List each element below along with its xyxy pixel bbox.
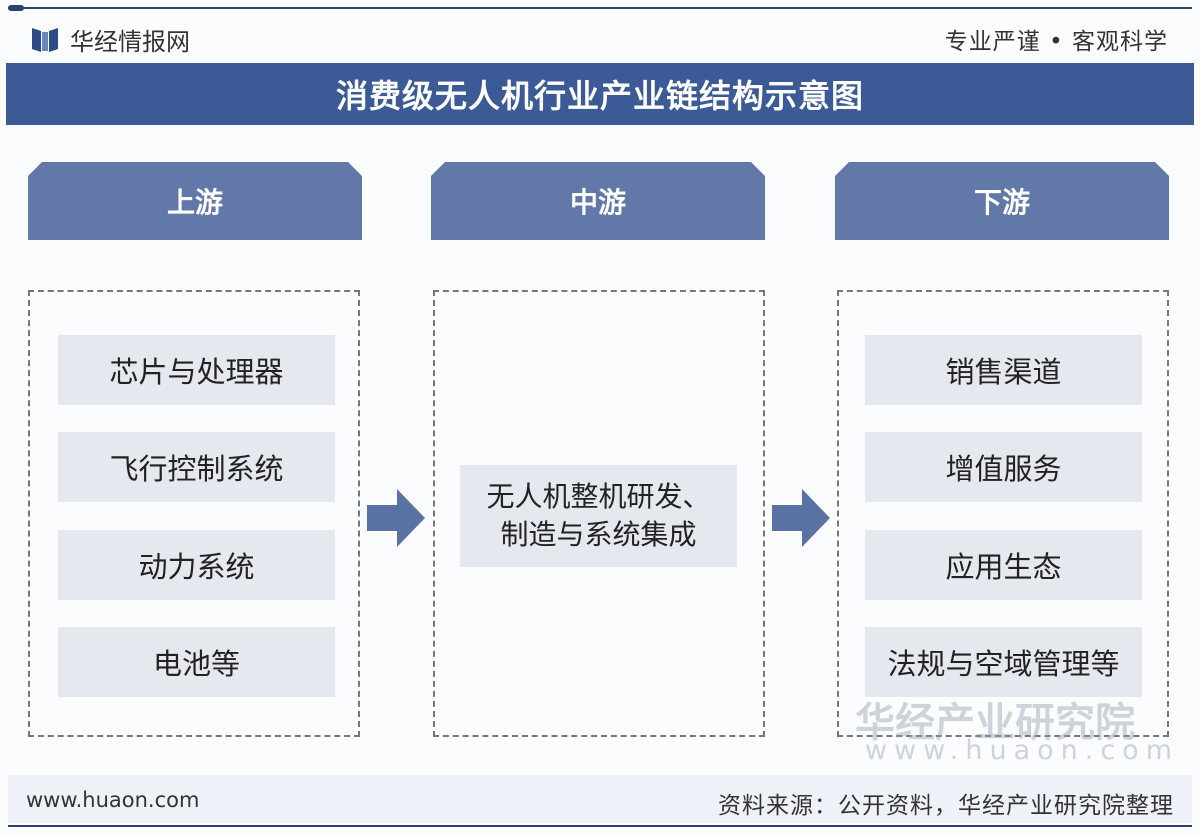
downstream-item: 应用生态 (865, 530, 1142, 600)
watermark-url: www.huaon.com (865, 735, 1180, 766)
downstream-item: 销售渠道 (865, 335, 1142, 405)
downstream-box (837, 290, 1169, 737)
top-divider (8, 5, 1192, 11)
midstream-item: 无人机整机研发、 制造与系统集成 (460, 465, 737, 567)
upstream-item: 电池等 (58, 627, 335, 697)
upstream-box (28, 290, 360, 737)
column-header-downstream: 下游 (835, 162, 1169, 240)
upstream-item: 芯片与处理器 (58, 335, 335, 405)
footer-url: www.huaon.com (26, 788, 200, 812)
downstream-item: 法规与空域管理等 (865, 627, 1142, 697)
footer-bar (8, 775, 1192, 823)
bottom-divider (8, 825, 1192, 827)
column-header-upstream: 上游 (28, 162, 362, 240)
watermark-text: 华经产业研究院 (855, 700, 1135, 746)
arrow-right-icon (772, 489, 830, 547)
upstream-item: 动力系统 (58, 530, 335, 600)
source-note: 资料来源：公开资料，华经产业研究院整理 (718, 793, 1174, 819)
page-title: 消费级无人机行业产业链结构示意图 (6, 63, 1194, 125)
midstream-line: 无人机整机研发、 (486, 480, 711, 513)
logo: 华经情报网 (32, 22, 190, 57)
slogan: 专业严谨 • 客观科学 (944, 29, 1168, 55)
midstream-line: 制造与系统集成 (500, 518, 697, 551)
arrow-right-icon (367, 489, 425, 547)
logo-text: 华经情报网 (70, 28, 190, 56)
upstream-item: 飞行控制系统 (58, 432, 335, 502)
column-header-midstream: 中游 (431, 162, 765, 240)
midstream-box (433, 290, 765, 737)
downstream-item: 增值服务 (865, 432, 1142, 502)
logo-icon (32, 27, 58, 52)
